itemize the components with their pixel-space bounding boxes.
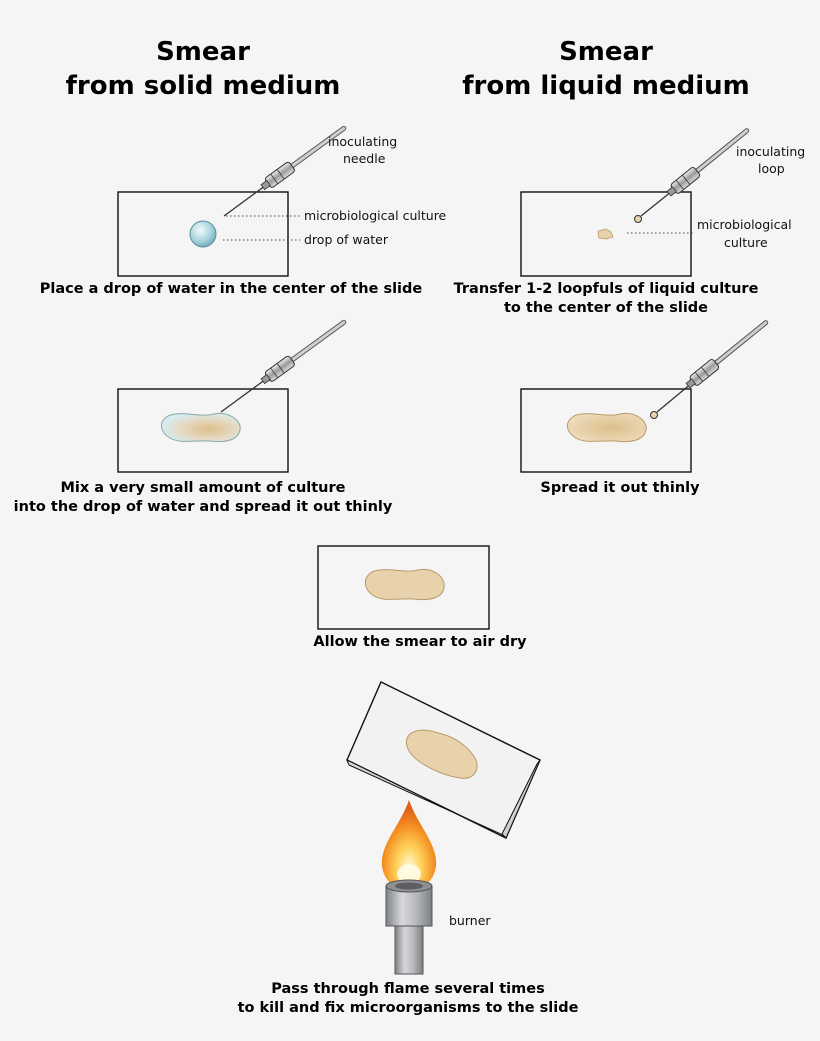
water-drop [189, 220, 217, 248]
fixed-smear [405, 729, 478, 779]
label-inoculating-needle-1: inoculating [328, 134, 397, 149]
title-solid-line2: from solid medium [66, 71, 341, 101]
culture-smear [567, 412, 647, 443]
caption-heat-fix-line2: to kill and fix microorganisms to the sl… [238, 1000, 579, 1016]
solid-step2: Mix a very small amount of culture into … [14, 318, 393, 515]
caption-liquid-step2: Spread it out thinly [540, 480, 700, 496]
caption-liquid-step1-line2: to the center of the slide [504, 300, 708, 316]
inoculating-needle-icon [259, 318, 347, 386]
title-solid-line1: Smear [156, 37, 250, 67]
label-inoculating-loop-2: loop [758, 161, 785, 176]
caption-solid-step2-line2: into the drop of water and spread it out… [14, 499, 393, 515]
caption-liquid-step1-line1: Transfer 1-2 loopfuls of liquid culture [454, 281, 759, 297]
inoculating-loop-icon [665, 126, 750, 198]
loop-tip-icon [634, 215, 642, 223]
label-microbiological-culture: microbiological culture [304, 208, 447, 223]
caption-heat-fix-line1: Pass through flame several times [271, 981, 544, 997]
dried-smear [365, 568, 445, 601]
liquid-step2: Spread it out thinly [520, 318, 770, 496]
loop-tip-icon [650, 411, 658, 419]
label-drop-of-water: drop of water [304, 232, 389, 247]
label-burner: burner [449, 913, 491, 928]
inoculating-loop-icon [684, 318, 769, 390]
burner-icon [385, 879, 433, 975]
label-micro-culture-1: microbiological [697, 217, 792, 232]
label-inoculating-needle-2: needle [343, 151, 386, 166]
air-dry-step: Allow the smear to air dry [313, 545, 527, 650]
title-liquid-line1: Smear [559, 37, 653, 67]
caption-air-dry: Allow the smear to air dry [313, 634, 527, 650]
flame-icon [381, 800, 437, 890]
label-micro-culture-2: culture [724, 235, 768, 250]
liquid-step1: inoculating loop microbiological culture… [454, 126, 805, 316]
label-inoculating-loop-1: inoculating [736, 144, 805, 159]
caption-solid-step1: Place a drop of water in the center of t… [40, 281, 423, 297]
caption-solid-step2-line1: Mix a very small amount of culture [60, 480, 345, 496]
heat-fix-step: burner Pass through flame several times … [238, 681, 579, 1016]
title-liquid-line2: from liquid medium [462, 71, 750, 101]
mixed-smear [161, 412, 241, 443]
solid-step1: inoculating needle microbiological cultu… [40, 124, 447, 297]
culture-smear [597, 228, 614, 240]
